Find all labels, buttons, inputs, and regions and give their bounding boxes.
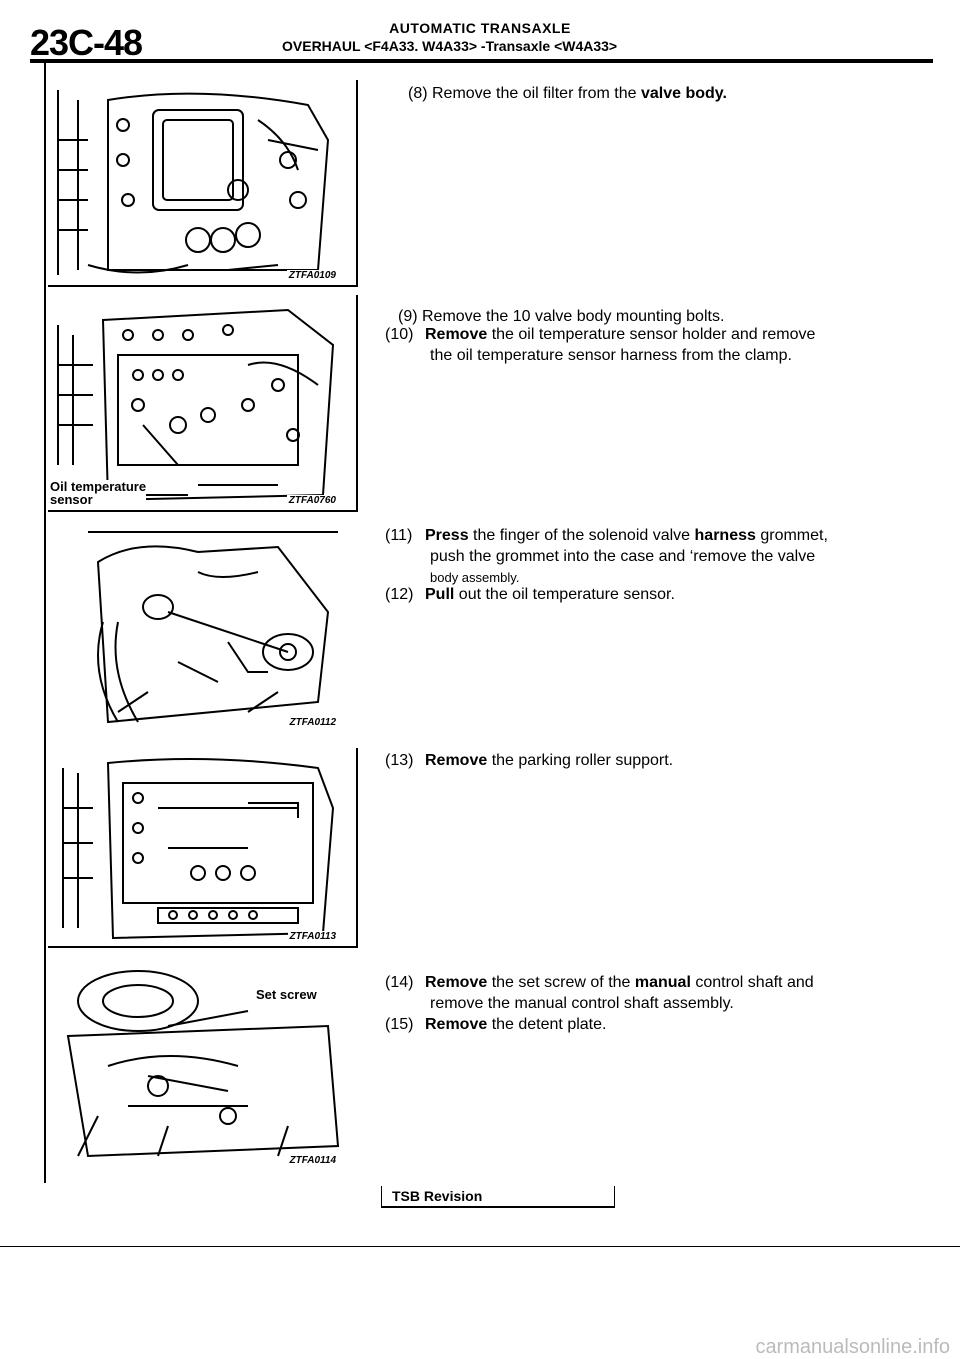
step-line-1-bold: harness	[694, 527, 756, 544]
step-line-1b: grommet,	[755, 527, 828, 544]
figure-harness-grommet: ZTFA0112	[48, 522, 356, 732]
footer-rule	[0, 1246, 960, 1247]
figure-code: ZTFA0114	[287, 1155, 338, 1166]
step-line-1: the oil temperature sensor holder and re…	[487, 326, 816, 343]
step-verb: Remove	[425, 326, 488, 343]
step-10: (10) Remove the oil temperature sensor ho…	[385, 324, 885, 366]
step-number: (12)	[385, 586, 414, 603]
header-rule	[30, 59, 933, 63]
page-number: 23C-48	[30, 22, 143, 63]
set-screw-label: Set screw	[256, 987, 317, 1002]
step-14: (14) Remove the set screw of the manual c…	[385, 972, 885, 1014]
step-line-1: the parking roller support.	[487, 752, 674, 769]
parking-roller-drawing	[62, 758, 335, 940]
step-line-1: out the oil temperature sensor.	[454, 586, 675, 603]
step-verb: Remove	[425, 752, 488, 769]
step-verb: Press	[425, 527, 469, 544]
figure-code: ZTFA0760	[286, 495, 338, 506]
watermark: carmanualsonline.info	[755, 1336, 950, 1358]
step-13: (13) Remove the parking roller support.	[385, 750, 885, 771]
step-number: (13)	[385, 752, 414, 769]
step-number: (15)	[385, 1016, 414, 1033]
step-line-2: the oil temperature sensor harness from …	[430, 347, 792, 364]
step-verb: Pull	[425, 586, 455, 603]
step-9: (9) Remove the 10 valve body mounting bo…	[398, 306, 898, 327]
left-margin-rule	[44, 63, 46, 1183]
control-shaft-drawing	[66, 970, 340, 1158]
label-line-2: sensor	[50, 492, 93, 507]
step-8-bold: valve body.	[640, 85, 727, 102]
label-line-1: Oil temperature	[50, 479, 147, 494]
section-title: AUTOMATIC TRANSAXLE	[389, 20, 571, 36]
tsb-revision: TSB Revision	[381, 1186, 615, 1208]
oil-temperature-sensor-label: Oil temperature sensor	[50, 479, 147, 507]
step-number: (14)	[385, 974, 414, 991]
grommet-drawing	[88, 531, 338, 724]
figure-parking-roller-support: ZTFA0113	[48, 748, 358, 948]
valve-body-drawing	[57, 90, 330, 275]
section-subtitle: OVERHAUL <F4A33. W4A33> -Transaxle <W4A3…	[282, 38, 618, 54]
valve-body-sensor-drawing	[57, 308, 335, 502]
figure-oil-temperature-sensor: Oil temperature sensor ZTFA0760	[48, 295, 358, 512]
figure-valve-body-oil-filter: ZTFA0109	[48, 80, 358, 287]
figure-code: ZTFA0112	[287, 717, 338, 728]
step-line-2: remove the manual control shaft assembly…	[430, 995, 734, 1012]
step-line-2: push the grommet into the case and ‘remo…	[430, 548, 816, 565]
step-line-1b: control shaft and	[690, 974, 814, 991]
step-8-text: (8) Remove the oil filter from the	[408, 85, 641, 102]
step-11: (11) Press the finger of the solenoid val…	[385, 525, 885, 588]
step-line-1: the detent plate.	[487, 1016, 607, 1033]
step-line-1a: the set screw of the	[487, 974, 635, 991]
step-12: (12) Pull out the oil temperature sensor.	[385, 584, 885, 605]
step-number: (10)	[385, 326, 414, 343]
step-verb: Remove	[425, 974, 488, 991]
figure-manual-control-shaft: Set screw ZTFA0114	[48, 956, 356, 1170]
step-15: (15) Remove the detent plate.	[385, 1014, 885, 1035]
step-line-3: body assembly.	[430, 570, 520, 585]
figure-code: ZTFA0109	[286, 270, 338, 281]
step-9-text: (9) Remove the 10 valve body mounting bo…	[398, 308, 725, 325]
step-line-1-bold: manual	[634, 974, 691, 991]
step-number: (11)	[385, 527, 413, 544]
step-8: (8) Remove the oil filter from the valve…	[408, 83, 908, 104]
step-verb: Remove	[425, 1016, 488, 1033]
figure-code: ZTFA0113	[287, 931, 338, 942]
step-line-1a: the finger of the solenoid valve	[468, 527, 695, 544]
